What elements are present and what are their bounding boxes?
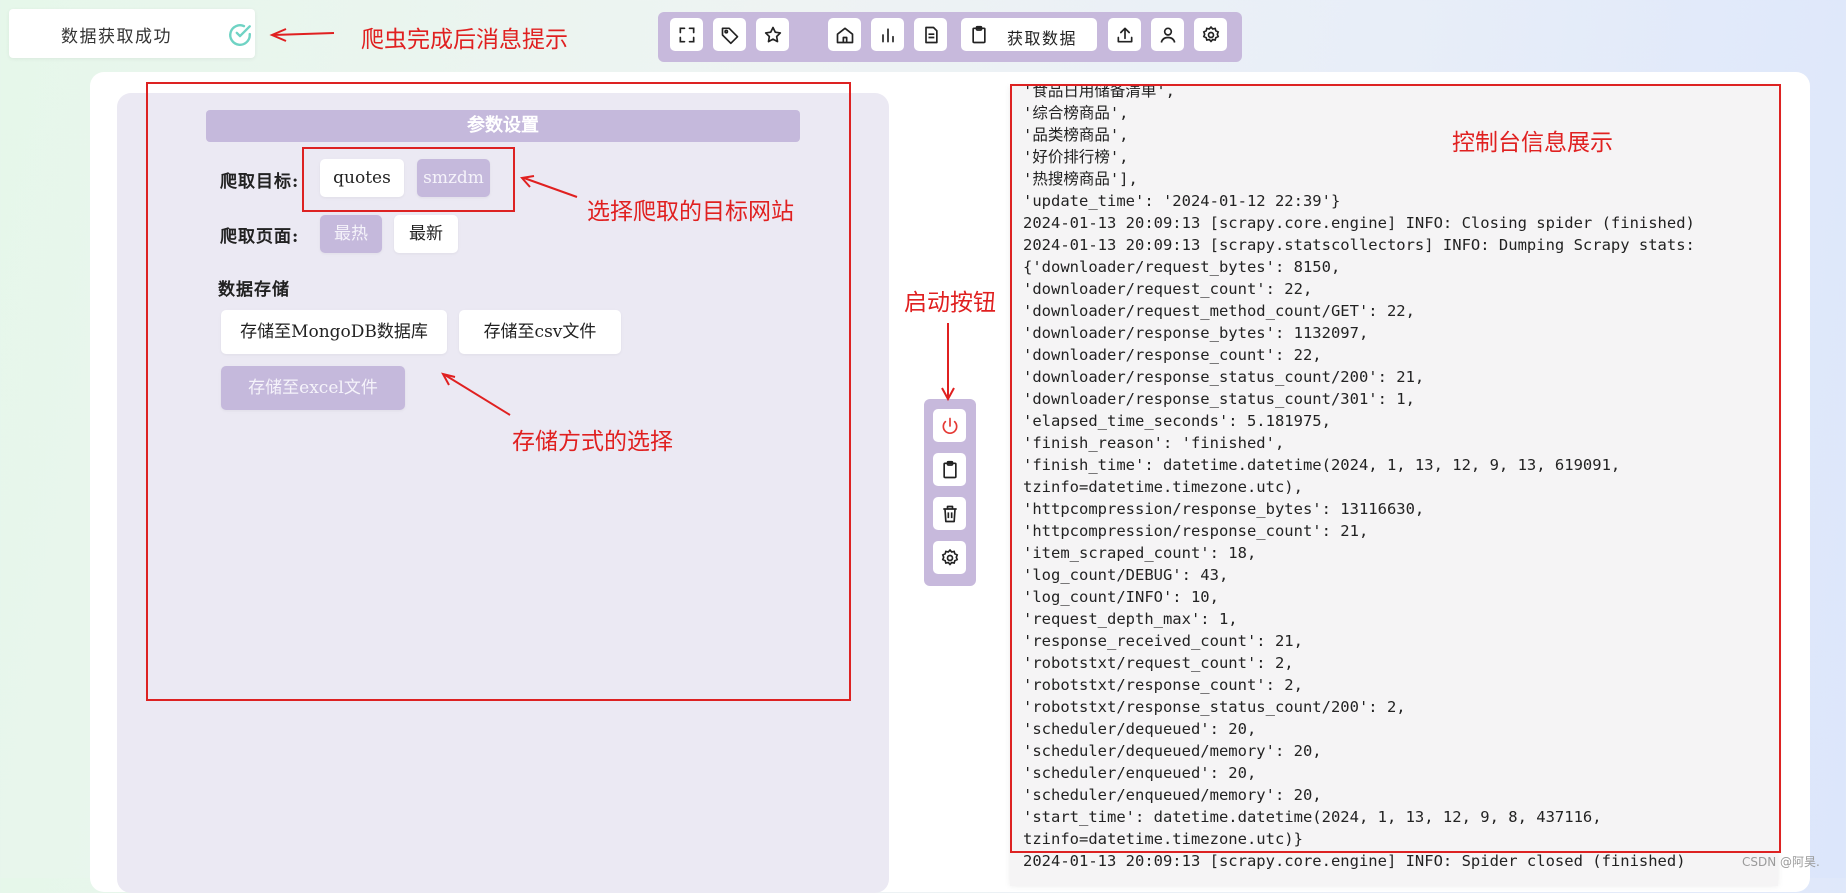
trash-icon xyxy=(942,505,957,522)
console-line: 'robotstxt/response_count': 2, xyxy=(1023,676,1303,694)
success-toast: 数据获取成功 xyxy=(9,9,255,58)
console-line: '综合榜商品', xyxy=(1023,104,1129,122)
storage-option-csv[interactable]: 存储至csv文件 xyxy=(459,310,621,354)
sidebar-settings-button[interactable] xyxy=(933,541,966,574)
star-icon xyxy=(764,26,781,42)
top-toolbar: 获取数据 xyxy=(658,12,1242,62)
annotation-start: 启动按钮 xyxy=(904,290,996,316)
console-panel xyxy=(1010,86,1778,886)
target-option-quotes[interactable]: quotes xyxy=(320,159,404,197)
console-line: 'update_time': '2024-01-12 22:39'} xyxy=(1023,192,1341,210)
copy-log-button[interactable] xyxy=(933,453,966,486)
star-button[interactable] xyxy=(756,18,789,51)
fullscreen-button[interactable] xyxy=(670,18,703,51)
console-line: 2024-01-13 20:09:13 [scrapy.core.engine]… xyxy=(1023,852,1686,870)
console-line: 'downloader/response_status_count/200': … xyxy=(1023,368,1425,386)
console-line: '品类榜商品', xyxy=(1023,126,1129,144)
annotation-console: 控制台信息展示 xyxy=(1452,130,1613,156)
document-icon xyxy=(924,26,938,43)
page-option-hot[interactable]: 最热 xyxy=(320,215,382,253)
console-line: '食品日用储备清单', xyxy=(1023,86,1175,100)
console-line: 'scheduler/enqueued/memory': 20, xyxy=(1023,786,1322,804)
page-option-new[interactable]: 最新 xyxy=(394,215,458,253)
chart-button[interactable] xyxy=(871,18,904,51)
console-line: 'httpcompression/response_count': 21, xyxy=(1023,522,1369,540)
console-line: 'scheduler/dequeued': 20, xyxy=(1023,720,1257,738)
console-line: {'downloader/request_bytes': 8150, xyxy=(1023,258,1341,276)
clipboard-icon xyxy=(942,460,957,478)
upload-icon xyxy=(1117,27,1132,43)
tag-icon xyxy=(721,27,738,44)
console-line: 'httpcompression/response_bytes': 131166… xyxy=(1023,500,1425,518)
console-output[interactable]: '食品日用储备清单', '综合榜商品', '品类榜商品', '好价排行榜', '热搜榜商… xyxy=(1010,86,1778,878)
console-line: 'downloader/response_status_count/301': … xyxy=(1023,390,1415,408)
console-line: 'downloader/response_count': 22, xyxy=(1023,346,1322,364)
console-line: 2024-01-13 20:09:13 [scrapy.statscollect… xyxy=(1023,236,1695,254)
home-icon xyxy=(836,27,853,43)
console-line: 'item_scraped_count': 18, xyxy=(1023,544,1257,562)
watermark: CSDN @阿昊. xyxy=(1742,855,1820,869)
annotation-toast: 爬虫完成后消息提示 xyxy=(361,27,568,53)
user-icon xyxy=(1160,27,1175,43)
toast-message: 数据获取成功 xyxy=(61,27,172,47)
annotation-storage: 存储方式的选择 xyxy=(512,429,673,455)
console-line: tzinfo=datetime.timezone.utc), xyxy=(1023,478,1303,496)
console-line: 'log_count/INFO': 10, xyxy=(1023,588,1219,606)
console-line: 'downloader/response_bytes': 1132097, xyxy=(1023,324,1369,342)
target-option-smzdm[interactable]: smzdm xyxy=(417,159,490,197)
console-lines: '食品日用储备清单', '综合榜商品', '品类榜商品', '好价排行榜', '热搜榜商… xyxy=(1023,86,1695,872)
console-line: 'start_time': datetime.datetime(2024, 1,… xyxy=(1023,808,1602,826)
target-label: 爬取目标: xyxy=(220,172,300,192)
console-line: 'robotstxt/response_status_count/200': 2… xyxy=(1023,698,1406,716)
console-line: 'downloader/request_count': 22, xyxy=(1023,280,1313,298)
check-circle-icon xyxy=(229,24,251,46)
console-line: 'finish_reason': 'finished', xyxy=(1023,434,1285,452)
console-line: 'log_count/DEBUG': 43, xyxy=(1023,566,1229,584)
fullscreen-icon xyxy=(679,27,694,43)
settings-button[interactable] xyxy=(1194,18,1227,51)
console-line: 'scheduler/dequeued/memory': 20, xyxy=(1023,742,1322,760)
console-line: 'scheduler/enqueued': 20, xyxy=(1023,764,1257,782)
gear-icon xyxy=(941,548,958,566)
home-button[interactable] xyxy=(828,18,861,51)
upload-button[interactable] xyxy=(1108,18,1141,51)
action-sidebar xyxy=(924,399,976,586)
fetch-data-button[interactable]: 获取数据 xyxy=(961,18,1097,51)
user-button[interactable] xyxy=(1151,18,1184,51)
console-line: '热搜榜商品'], xyxy=(1023,170,1138,188)
power-icon xyxy=(942,417,957,434)
console-line: '好价排行榜', xyxy=(1023,148,1129,166)
fetch-data-label: 获取数据 xyxy=(1007,29,1078,48)
tag-button[interactable] xyxy=(713,18,746,51)
console-line: 'response_received_count': 21, xyxy=(1023,632,1303,650)
console-line: 'request_depth_max': 1, xyxy=(1023,610,1238,628)
clipboard-icon xyxy=(972,25,986,44)
gear-icon xyxy=(1202,25,1219,43)
console-line: 'robotstxt/request_count': 2, xyxy=(1023,654,1294,672)
params-title: 参数设置 xyxy=(206,110,800,142)
console-line: 'elapsed_time_seconds': 5.181975, xyxy=(1023,412,1331,430)
document-button[interactable] xyxy=(914,18,947,51)
page-label: 爬取页面: xyxy=(220,227,300,247)
console-line: tzinfo=datetime.timezone.utc)} xyxy=(1023,830,1303,848)
storage-option-mongodb[interactable]: 存储至MongoDB数据库 xyxy=(221,310,447,354)
console-line: 'finish_time': datetime.datetime(2024, 1… xyxy=(1023,456,1621,474)
bar-chart-icon xyxy=(881,27,894,43)
console-line: 'downloader/request_method_count/GET': 2… xyxy=(1023,302,1415,320)
params-panel xyxy=(117,93,889,893)
storage-option-excel[interactable]: 存储至excel文件 xyxy=(221,366,405,410)
start-button[interactable] xyxy=(933,409,966,442)
clear-log-button[interactable] xyxy=(933,497,966,530)
annotation-target: 选择爬取的目标网站 xyxy=(587,199,794,225)
storage-label: 数据存储 xyxy=(218,280,290,300)
console-line: 2024-01-13 20:09:13 [scrapy.core.engine]… xyxy=(1023,214,1695,232)
